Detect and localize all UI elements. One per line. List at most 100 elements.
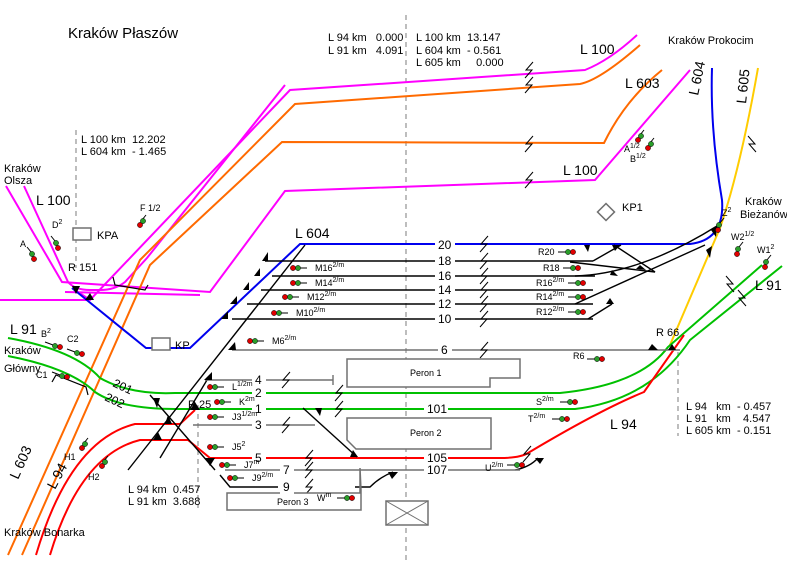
km-left-1: L 604 km - 1.465: [81, 146, 166, 158]
signal-label: H1: [64, 452, 76, 462]
signal-lamp-icon: [568, 309, 586, 315]
signal-label: B1/2: [630, 153, 646, 164]
insulator-icon: [524, 76, 534, 94]
l100-olsza-track-1: [5, 69, 691, 294]
insulator-icon: [479, 310, 489, 328]
signal-c1: C1: [36, 370, 70, 380]
signal-f12: F 1/2: [137, 203, 161, 228]
signal-r162m: R162/m: [536, 277, 586, 288]
line-l605-track: [669, 67, 759, 346]
signal-k2m: K2m: [214, 396, 255, 407]
signal-label: R18: [543, 263, 560, 273]
signal-label: J92/m: [252, 472, 273, 483]
signal-j7m: J7m: [219, 459, 260, 470]
insulator-icon: [747, 135, 757, 153]
insulator-icon: [479, 281, 489, 299]
km-center-right-2: L 605 km 0.000: [416, 57, 504, 69]
signal-label: M62/m: [272, 335, 296, 346]
km-bottom-left-1: L 91 km 3.688: [128, 496, 200, 508]
signal-lamp-icon: [762, 254, 772, 270]
signal-m16: M162/m: [290, 262, 344, 273]
signal-label: J52: [232, 441, 246, 452]
signal-label: M142/m: [315, 277, 344, 288]
signal-wm: Wm: [317, 492, 355, 503]
signal-b2: B2: [41, 328, 63, 350]
station-glowny-line2: Główny: [4, 363, 41, 375]
signal-label: W12: [757, 244, 775, 255]
line-label-l604-mid: L 604: [295, 225, 330, 241]
signal-lamp-icon: [219, 462, 236, 468]
signal-label: D2: [52, 219, 63, 230]
signal-label: M162/m: [315, 262, 344, 273]
signal-j52: J52: [207, 441, 246, 452]
track-18: 18: [438, 254, 452, 268]
signal-lamp-icon: [290, 280, 307, 286]
station-building: [385, 500, 429, 526]
platform-3: [226, 467, 362, 511]
station-olsza-line1: Kraków: [4, 163, 41, 175]
insulator-icon: [479, 267, 489, 285]
signal-label: L1/2m: [232, 381, 253, 392]
track-107: 107: [427, 463, 447, 477]
l91-track-201: [7, 264, 763, 395]
track-9: 9: [283, 480, 290, 494]
post-r151: R 151: [68, 262, 97, 274]
line-label-l603-top: L 603: [625, 75, 660, 91]
line-label-l100-left: L 100: [36, 192, 71, 208]
insulator-icon: [281, 371, 291, 389]
signal-label: J7m: [244, 459, 260, 470]
line-label-l100-top: L 100: [580, 41, 615, 57]
insulator-icon: [334, 400, 344, 418]
signal-b12: B1/2: [630, 137, 655, 164]
line-l94: [35, 334, 685, 556]
signal-label: H2: [88, 472, 100, 482]
signal-label: Z2: [722, 207, 732, 218]
switch-markers: [72, 226, 717, 479]
platform-2: [346, 417, 492, 450]
insulator-icon: [524, 61, 534, 79]
line-label-l94-right: L 94: [610, 416, 637, 432]
signal-lamp-icon: [552, 416, 570, 422]
signal-lamp-icon: [645, 137, 655, 151]
signal-lamp-icon: [715, 217, 725, 233]
track-6: 6: [441, 343, 448, 357]
track-10: 10: [438, 312, 452, 326]
signal-lamp-icon: [207, 384, 224, 390]
signal-label: A1/2: [624, 143, 640, 154]
station-olsza-line2: Olsza: [4, 175, 33, 187]
signal-lamp-icon: [337, 495, 355, 501]
signal-lamp-icon: [563, 265, 581, 271]
signal-lamp-icon: [207, 414, 224, 420]
km-bottom-left-0: L 94 km 0.457: [128, 484, 200, 496]
post-kp: KP: [175, 340, 190, 352]
signal-m14: M142/m: [290, 277, 344, 288]
insulator-icon: [281, 416, 291, 434]
signal-lamp-icon: [568, 280, 586, 286]
signal-lamp-icon: [207, 444, 224, 450]
signal-lamp-icon: [587, 356, 605, 362]
signal-label: S2/m: [536, 396, 554, 407]
km-center-0: L 94 km 0.000: [328, 32, 403, 44]
signal-lamp-icon: [79, 437, 89, 451]
line-label-l91-left: L 91: [10, 321, 37, 337]
signal-z2: Z2: [715, 207, 732, 233]
signal-s2m: S2/m: [536, 396, 578, 407]
signal-label: R20: [538, 247, 555, 257]
line-l603: [7, 44, 663, 556]
signal-label: R142/m: [536, 291, 564, 302]
signal-label: A: [20, 239, 26, 249]
post-kpa: KPA: [97, 230, 119, 242]
signal-lamp-icon: [290, 265, 307, 271]
insulator-icon: [304, 449, 314, 467]
signal-lamp-icon: [26, 246, 37, 262]
km-right-2: L 605 km - 0.151: [686, 425, 771, 437]
track-3: 3: [255, 418, 262, 432]
platform-2-label: Peron 2: [410, 428, 442, 438]
signal-t2m: T2/m: [528, 413, 570, 424]
l100-olsza-track-2b: [67, 84, 286, 291]
signal-c2: C2: [66, 334, 85, 357]
track-14: 14: [438, 283, 452, 297]
signal-lamp-icon: [282, 294, 299, 300]
insulator-icon: [479, 252, 489, 270]
insulator-icon: [304, 461, 314, 479]
